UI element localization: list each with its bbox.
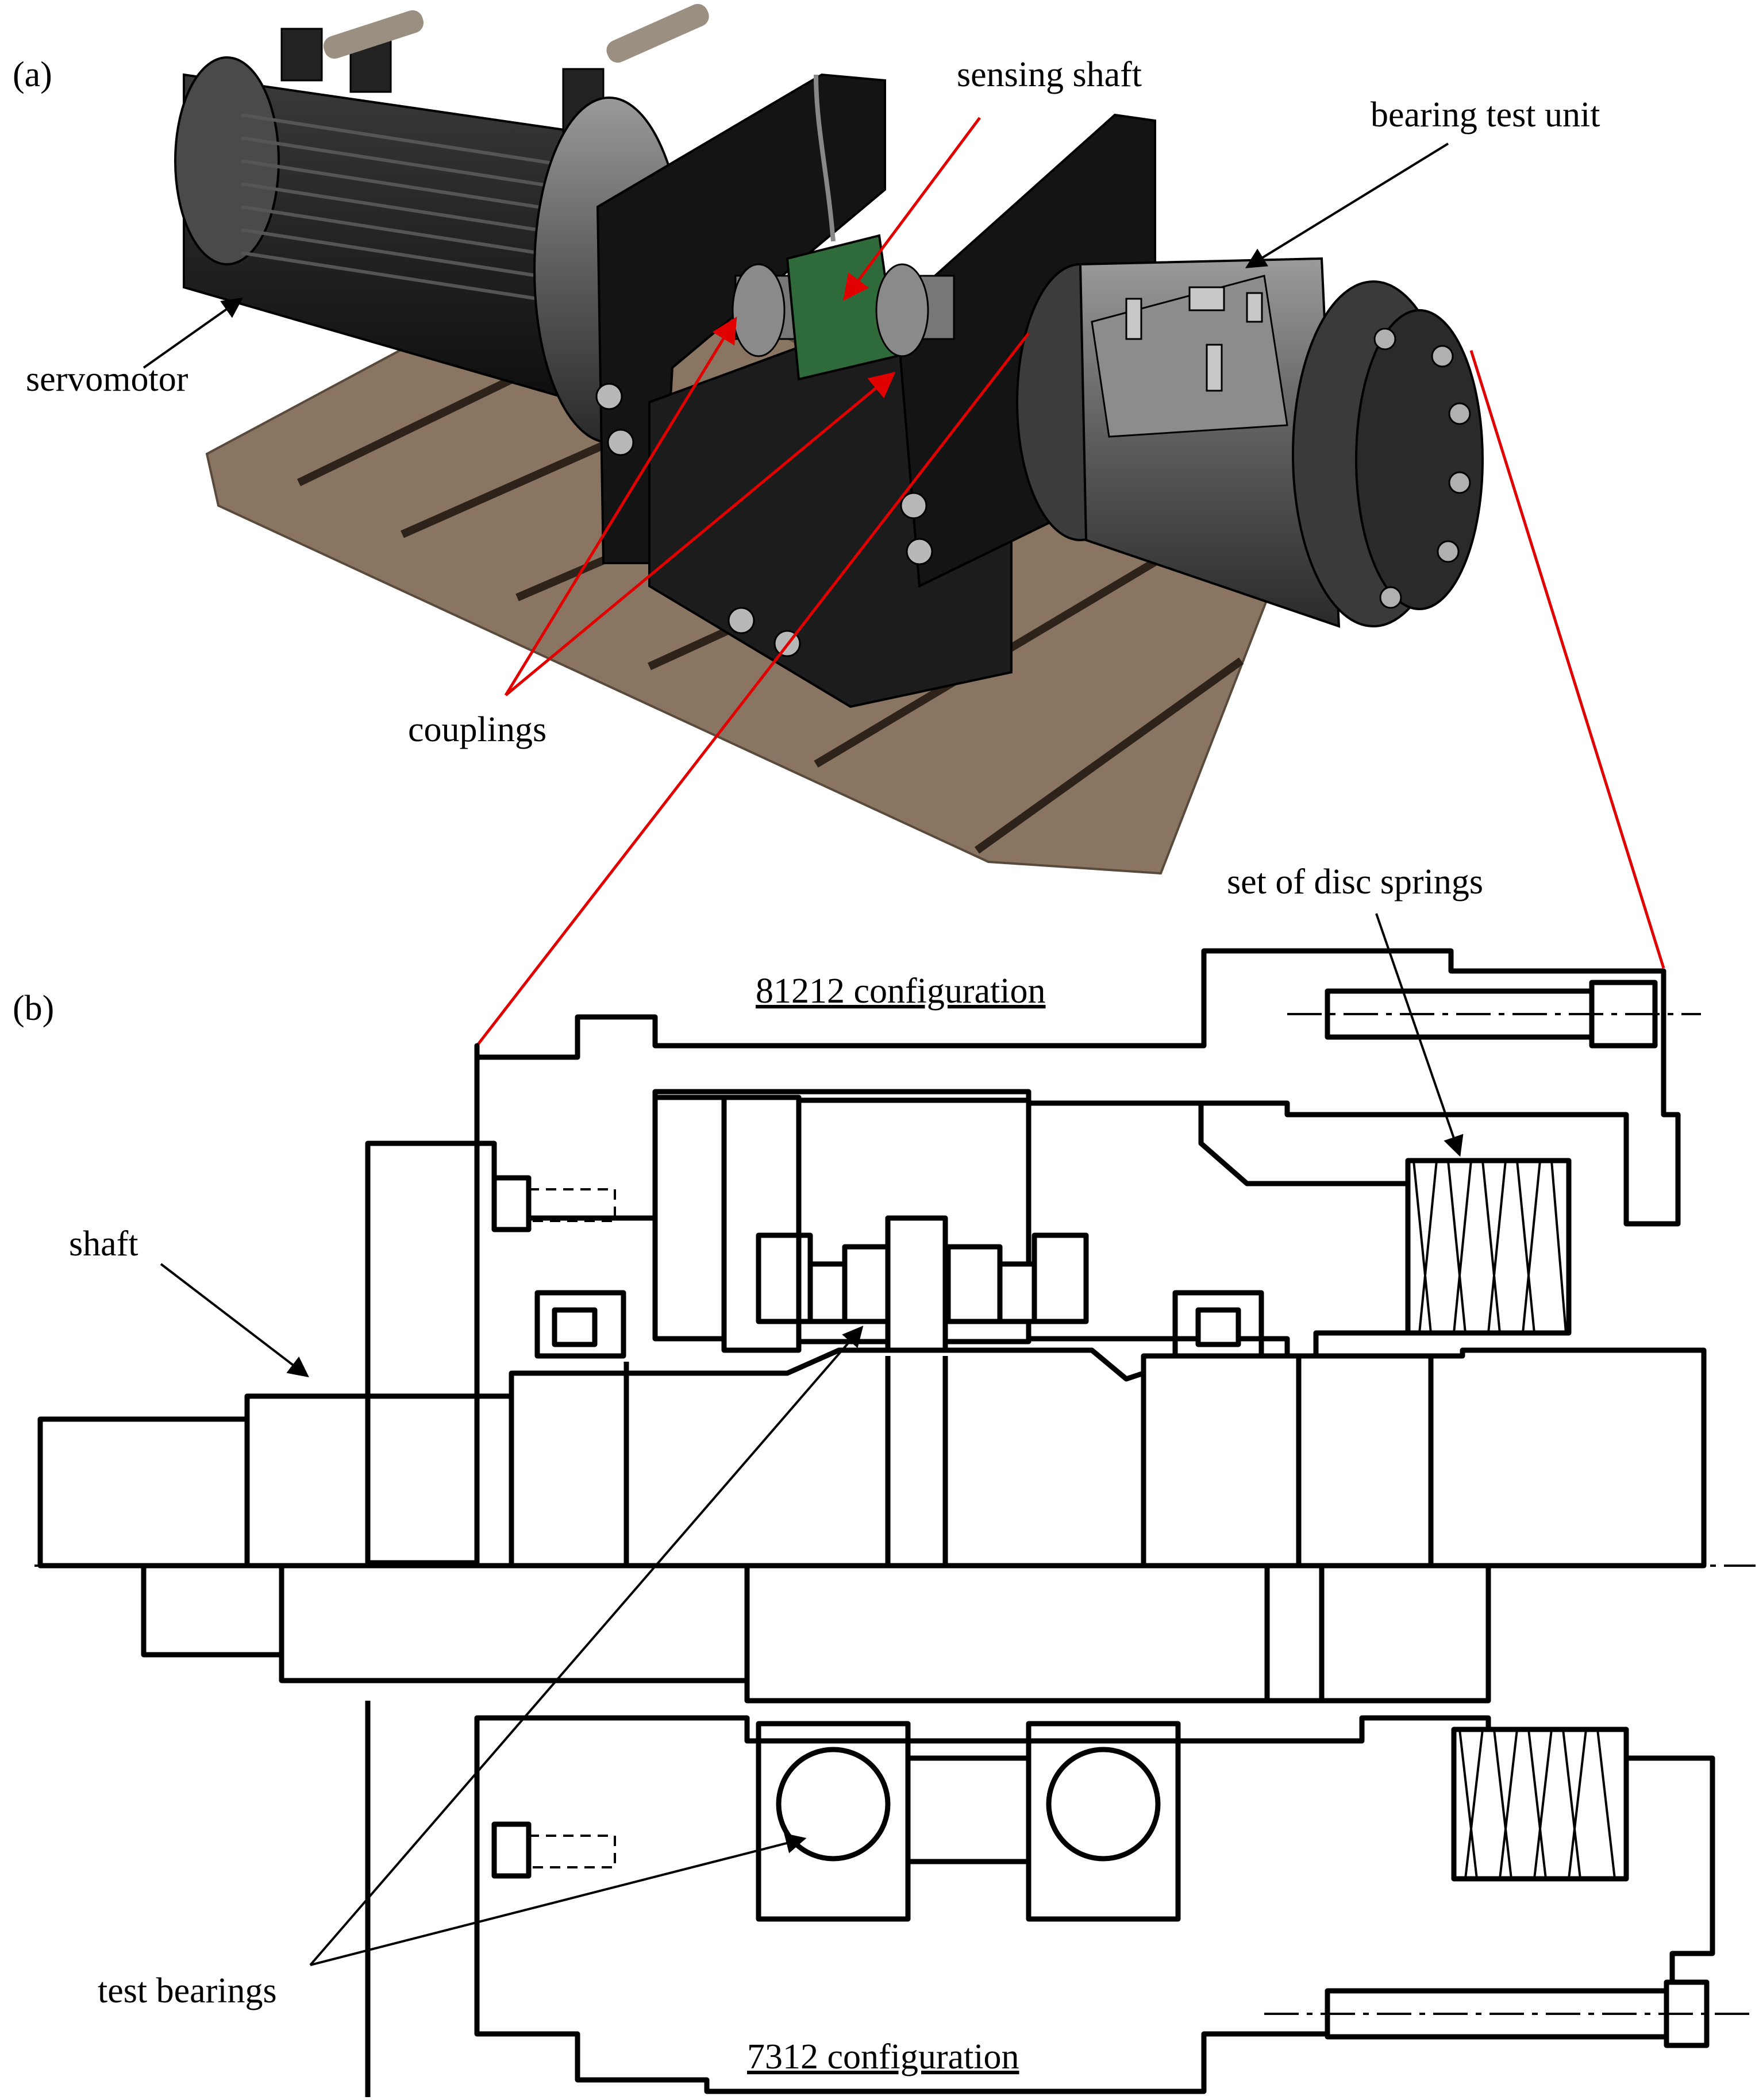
torque-sensor xyxy=(786,234,898,381)
shaft-bottom-half xyxy=(141,1563,1491,1704)
shaft-top-steps xyxy=(244,1356,1434,1566)
arrow-shaft xyxy=(160,1263,309,1378)
support-bearing-top-left xyxy=(534,1290,626,1359)
servomotor-body xyxy=(174,3,709,404)
arrow-coupling-left xyxy=(504,317,737,696)
support-bearing-top-right xyxy=(1172,1290,1264,1359)
hub-top xyxy=(365,1140,480,1566)
bolt-top-left xyxy=(491,1175,616,1232)
label-bearing-test-unit: bearing test unit xyxy=(1371,95,1600,134)
arrow-test-bearing-bottom xyxy=(310,1833,807,1966)
label-81212-configuration: 81212 configuration xyxy=(756,972,1046,1011)
center-spacer-bottom xyxy=(905,1755,1031,1864)
cross-section-drawing xyxy=(34,948,1756,2097)
label-test-bearings: test bearings xyxy=(98,1971,277,2010)
arrow-servomotor xyxy=(143,297,243,369)
label-7312-configuration: 7312 configuration xyxy=(747,2037,1019,2076)
shaft-top-half xyxy=(37,1347,1707,1569)
coupling-left xyxy=(732,263,786,357)
disc-springs-top xyxy=(1405,1158,1572,1336)
bolt-bottom-left xyxy=(491,1821,616,1879)
disc-springs-bottom xyxy=(1451,1727,1629,1882)
coupling-right xyxy=(875,263,929,357)
label-set-of-disc-springs: set of disc springs xyxy=(1227,862,1483,901)
label-servomotor: servomotor xyxy=(26,360,188,399)
arrow-coupling-right xyxy=(505,372,896,696)
label-sensing-shaft: sensing shaft xyxy=(957,55,1142,94)
sleeve-top-right xyxy=(1026,1100,1411,1393)
panel-b-label: (b) xyxy=(13,989,54,1028)
arrow-bearing-test-unit xyxy=(1245,142,1449,268)
photo-test-rig xyxy=(174,3,1665,1047)
label-shaft: shaft xyxy=(69,1224,138,1263)
angular-bearing-7312-right xyxy=(1026,1721,1181,1922)
arrow-test-bearing-top xyxy=(309,1325,864,1966)
label-couplings: couplings xyxy=(408,710,546,749)
angular-bearing-7312-left xyxy=(756,1721,911,1922)
zoom-line-left xyxy=(476,332,1030,1047)
sleeve-top-left xyxy=(721,1095,802,1353)
bolt-top-right xyxy=(1287,980,1701,1049)
shaft-bottom-steps xyxy=(279,1566,1325,1701)
bearing-test-unit xyxy=(1016,257,1484,628)
bolt-bottom-right xyxy=(1264,1979,1753,2048)
arrow-sensing-shaft xyxy=(843,117,982,301)
zoom-line-right xyxy=(1469,350,1665,969)
panel-a-label: (a) xyxy=(13,55,52,94)
cover-top-left xyxy=(652,1095,727,1342)
arrow-disc-springs xyxy=(1375,913,1464,1157)
